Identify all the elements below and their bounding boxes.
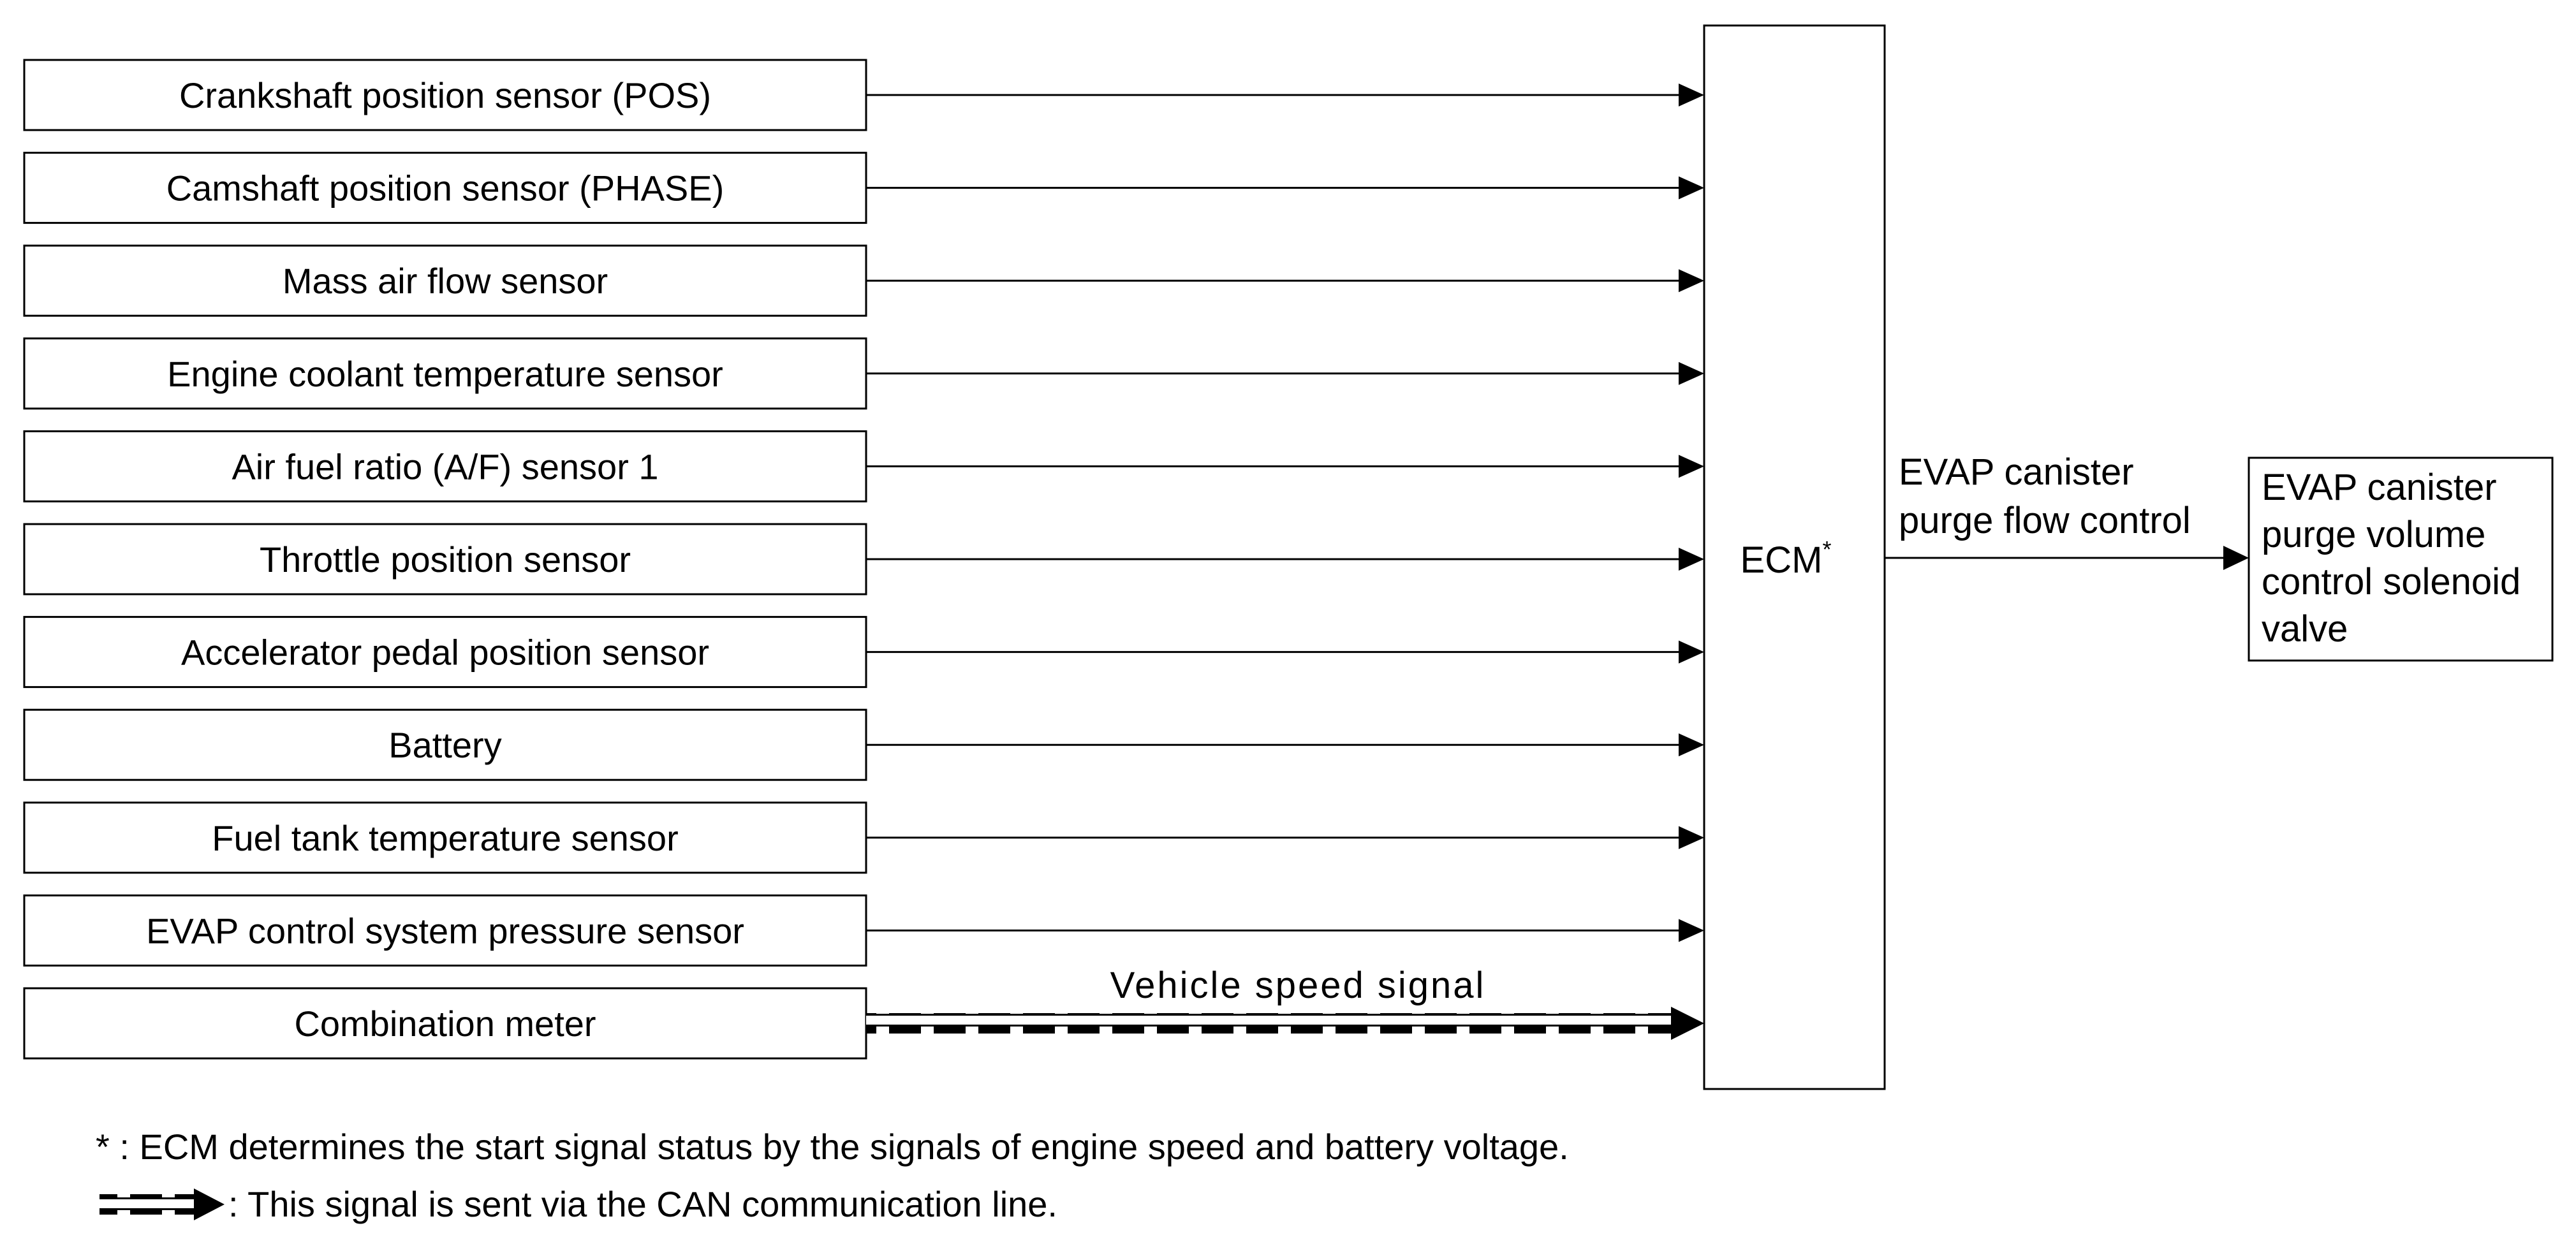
input-label: Combination meter — [294, 1004, 596, 1044]
output-arrowhead — [2223, 546, 2249, 570]
ecm-block: ECM* — [1703, 24, 1886, 1090]
actuator-line-2: purge volume — [2262, 514, 2485, 555]
output-signal-label: EVAP canister purge flow control — [1899, 451, 2191, 541]
input-label: Accelerator pedal position sensor — [181, 632, 709, 673]
input-label: Camshaft position sensor (PHASE) — [166, 168, 725, 208]
signal-arrowhead — [1679, 919, 1704, 942]
can-signal-arrowhead — [1671, 1007, 1704, 1040]
can-legend-line — [99, 1194, 195, 1215]
input-row: Mass air flow sensor — [23, 244, 1704, 317]
ecm-label-text: ECM — [1741, 539, 1823, 581]
actuator-label: EVAP canister purge volume control solen… — [2262, 467, 2531, 650]
input-row: Combination meter Vehicle speed signal — [23, 965, 1704, 1060]
input-label: Crankshaft position sensor (POS) — [179, 75, 711, 115]
input-box — [23, 244, 867, 317]
input-row: EVAP control system pressure sensor — [23, 894, 1704, 967]
input-box — [23, 152, 867, 224]
input-box — [23, 894, 867, 967]
signal-arrowhead — [1679, 548, 1704, 571]
can-note: : This signal is sent via the CAN commun… — [228, 1184, 1057, 1224]
input-label: Mass air flow sensor — [283, 261, 608, 301]
input-row: Accelerator pedal position sensor — [23, 616, 1704, 689]
input-box — [23, 523, 867, 596]
can-legend-arrowhead — [194, 1188, 224, 1220]
input-row: Air fuel ratio (A/F) sensor 1 — [23, 430, 1704, 502]
output-signal-line-1: EVAP canister — [1899, 451, 2134, 493]
input-row: Throttle position sensor — [23, 523, 1704, 596]
actuator-line-4: valve — [2262, 608, 2348, 650]
can-legend-symbol — [99, 1188, 224, 1220]
input-label: Throttle position sensor — [260, 539, 631, 580]
input-row: Battery — [23, 708, 1704, 781]
input-row: Engine coolant temperature sensor — [23, 337, 1704, 410]
input-label: Engine coolant temperature sensor — [167, 354, 723, 394]
input-row: Crankshaft position sensor (POS) — [23, 59, 1704, 131]
signal-arrowhead — [1679, 826, 1704, 849]
input-label: EVAP control system pressure sensor — [146, 910, 744, 951]
output-signal-line-2: purge flow control — [1899, 500, 2191, 541]
ecm-box — [1703, 24, 1886, 1090]
input-box — [23, 430, 867, 502]
input-box — [23, 59, 867, 131]
input-label: Fuel tank temperature sensor — [212, 818, 678, 858]
actuator-line-1: EVAP canister — [2262, 467, 2497, 508]
asterisk-note: * : ECM determines the start signal stat… — [96, 1127, 1569, 1167]
signal-arrowhead — [1679, 362, 1704, 385]
signal-arrowhead — [1679, 84, 1704, 106]
ecm-asterisk: * — [1822, 536, 1831, 562]
input-row: Camshaft position sensor (PHASE) — [23, 152, 1704, 224]
actuator-line-3: control solenoid — [2262, 561, 2521, 603]
input-box — [23, 337, 867, 410]
signal-arrowhead — [1679, 640, 1704, 664]
can-signal-line — [866, 1013, 1679, 1034]
ecm-label: ECM* — [1741, 536, 1832, 581]
notes: * : ECM determines the start signal stat… — [96, 1127, 1569, 1224]
actuator-block: EVAP canister purge volume control solen… — [2248, 457, 2554, 662]
input-label: Battery — [388, 725, 501, 765]
signal-arrowhead — [1679, 176, 1704, 200]
signal-arrowhead — [1679, 269, 1704, 293]
signal-label: Vehicle speed signal — [1110, 965, 1486, 1006]
input-box — [23, 801, 867, 874]
input-rows: Crankshaft position sensor (POS) Camshaft… — [23, 59, 1704, 1060]
input-box — [23, 987, 867, 1060]
input-label: Air fuel ratio (A/F) sensor 1 — [232, 446, 658, 486]
input-row: Fuel tank temperature sensor — [23, 801, 1704, 874]
signal-arrowhead — [1679, 455, 1704, 478]
actuator-box — [2248, 457, 2554, 662]
input-box — [23, 616, 867, 689]
signal-arrowhead — [1679, 733, 1704, 757]
output-connection: EVAP canister purge flow control — [1885, 451, 2249, 570]
